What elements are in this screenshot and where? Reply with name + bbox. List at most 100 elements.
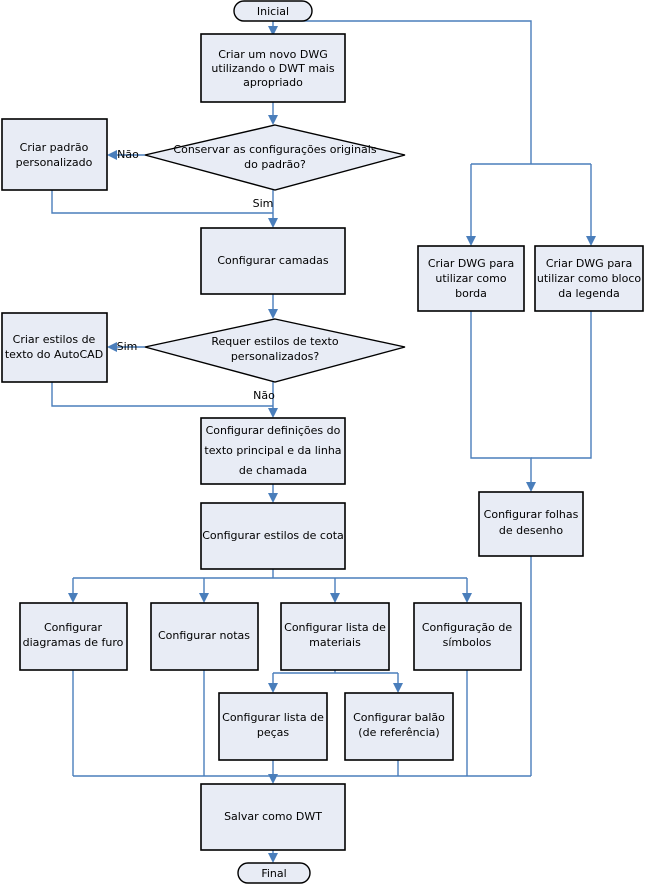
create-dwg-border-line-2: utilizar como bbox=[435, 272, 506, 285]
configure-hole-charts-shape bbox=[19, 602, 128, 671]
node-configure-balloon[interactable]: Configurar balão (de referência) bbox=[344, 692, 454, 761]
create-dwg-line-2: utilizando o DWT mais bbox=[211, 62, 334, 75]
configure-balloon-line-1: Configurar balão bbox=[353, 711, 445, 724]
configure-bom-line-1: Configurar lista de bbox=[284, 621, 386, 634]
start-label: Inicial bbox=[257, 5, 289, 18]
configure-text-defs-line-3: de chamada bbox=[239, 464, 307, 477]
configure-dim-styles-shape bbox=[200, 502, 346, 570]
node-create-dwg[interactable]: Criar um novo DWG utilizando o DWT mais … bbox=[200, 33, 346, 103]
arrowhead-configure-layers bbox=[268, 218, 278, 228]
node-create-dwg-title-block[interactable]: Criar DWG para utilizar como bloco da le… bbox=[534, 245, 644, 312]
configure-bom-shape bbox=[280, 602, 390, 671]
edge-label-text-styles-no: Não bbox=[253, 389, 275, 402]
configure-sheets-shape bbox=[478, 491, 584, 557]
create-text-styles-line-1: Criar estilos de bbox=[13, 333, 96, 346]
node-configure-bom[interactable]: Configurar lista de materiais bbox=[280, 602, 390, 671]
edge-custom-standard-rejoin bbox=[51, 190, 273, 214]
configure-parts-list-shape bbox=[218, 692, 328, 761]
create-dwg-title-block-line-1: Criar DWG para bbox=[546, 257, 632, 270]
arrowhead-end bbox=[268, 853, 278, 863]
node-configure-text-defs[interactable]: Configurar definições do texto principal… bbox=[200, 417, 346, 485]
decision-text-styles-line-1: Requer estilos de texto bbox=[211, 335, 338, 348]
configure-hole-charts-line-1: Configurar bbox=[44, 621, 103, 634]
arrowhead-create-dwg bbox=[268, 26, 278, 36]
create-custom-standard-shape bbox=[1, 118, 108, 191]
node-decision-text-styles[interactable]: Requer estilos de texto personalizados? bbox=[144, 318, 406, 383]
decision-text-styles-line-2: personalizados? bbox=[231, 350, 320, 363]
configure-layers-shape bbox=[200, 227, 346, 295]
configure-symbols-line-2: símbolos bbox=[443, 636, 492, 649]
configure-balloon-line-2: (de referência) bbox=[358, 726, 439, 739]
edge-to-right-branch bbox=[273, 20, 532, 164]
node-configure-dim-styles[interactable]: Configurar estilos de cota bbox=[200, 502, 346, 570]
configure-sheets-line-1: Configurar folhas bbox=[484, 508, 579, 521]
configure-notes-shape bbox=[150, 602, 259, 671]
node-save-as-dwt[interactable]: Salvar como DWT bbox=[200, 783, 346, 851]
configure-sheets-line-2: de desenho bbox=[499, 524, 563, 537]
arrowhead-configure-notes bbox=[199, 593, 209, 603]
create-text-styles-shape bbox=[1, 312, 108, 383]
node-configure-sheets[interactable]: Configurar folhas de desenho bbox=[478, 491, 584, 557]
end-shape bbox=[237, 862, 311, 884]
arrowhead-configure-bom bbox=[330, 593, 340, 603]
arrowhead-configure-dim-styles bbox=[268, 493, 278, 503]
arrowhead-configure-text-defs bbox=[268, 408, 278, 418]
edge-label-keep-defaults-yes: Sim bbox=[253, 197, 274, 210]
arrowhead-configure-sheets bbox=[526, 482, 536, 492]
node-end[interactable]: Final bbox=[237, 862, 311, 884]
create-text-styles-line-2: texto do AutoCAD bbox=[5, 348, 103, 361]
decision-keep-defaults-line-2: do padrão? bbox=[244, 158, 306, 171]
node-create-text-styles[interactable]: Criar estilos de texto do AutoCAD bbox=[1, 312, 108, 383]
create-dwg-line-1: Criar um novo DWG bbox=[218, 48, 328, 61]
node-configure-notes[interactable]: Configurar notas bbox=[150, 602, 259, 671]
configure-layers-line-1: Configurar camadas bbox=[217, 254, 329, 267]
edge-label-text-styles-yes: Sim bbox=[117, 340, 138, 353]
edge-label-keep-defaults-no: Não bbox=[117, 148, 139, 161]
end-label: Final bbox=[261, 867, 286, 880]
configure-parts-list-line-1: Configurar lista de bbox=[222, 711, 324, 724]
create-dwg-border-line-1: Criar DWG para bbox=[428, 257, 514, 270]
create-dwg-title-block-line-3: da legenda bbox=[558, 287, 620, 300]
node-configure-hole-charts[interactable]: Configurar diagramas de furo bbox=[19, 602, 128, 671]
configure-text-defs-line-2: texto principal e da linha bbox=[204, 444, 341, 457]
arrowhead-save-as-dwt bbox=[268, 774, 278, 784]
arrowhead-configure-symbols bbox=[462, 593, 472, 603]
create-dwg-title-block-line-2: utilizar como bloco bbox=[537, 272, 642, 285]
edge-dwg-title-block-down bbox=[531, 311, 592, 459]
edge-label-layer: Não Sim Sim Não bbox=[117, 148, 276, 402]
edge-dwg-border-down bbox=[470, 311, 532, 486]
create-dwg-border-line-3: borda bbox=[455, 287, 487, 300]
arrowhead-create-custom-standard bbox=[107, 150, 117, 160]
configure-notes-line-1: Configurar notas bbox=[158, 629, 250, 642]
node-configure-parts-list[interactable]: Configurar lista de peças bbox=[218, 692, 328, 761]
start-shape bbox=[233, 0, 313, 22]
node-create-dwg-border[interactable]: Criar DWG para utilizar como borda bbox=[417, 245, 525, 312]
node-start[interactable]: Inicial bbox=[233, 0, 313, 22]
arrowhead-decision1 bbox=[268, 115, 278, 125]
configure-bom-line-2: materiais bbox=[309, 636, 361, 649]
node-configure-layers[interactable]: Configurar camadas bbox=[200, 227, 346, 295]
arrowhead-create-text-styles bbox=[107, 342, 117, 352]
create-custom-standard-line-2: personalizado bbox=[16, 156, 93, 169]
configure-symbols-line-1: Configuração de bbox=[422, 621, 513, 634]
create-custom-standard-line-1: Criar padrão bbox=[20, 141, 89, 154]
create-dwg-shape bbox=[200, 33, 346, 103]
edge-text-styles-rejoin bbox=[51, 382, 273, 407]
configure-hole-charts-line-2: diagramas de furo bbox=[23, 636, 124, 649]
configure-dim-styles-line-1: Configurar estilos de cota bbox=[202, 529, 344, 542]
node-decision-keep-defaults[interactable]: Conservar as configurações originais do … bbox=[144, 124, 406, 191]
configure-text-defs-line-1: Configurar definições do bbox=[206, 424, 341, 437]
arrowhead-decision2 bbox=[268, 309, 278, 319]
configure-symbols-shape bbox=[413, 602, 522, 671]
arrowhead-configure-balloon bbox=[393, 683, 403, 693]
arrowhead-create-dwg-border bbox=[466, 236, 476, 246]
node-create-custom-standard[interactable]: Criar padrão personalizado bbox=[1, 118, 108, 191]
node-configure-symbols[interactable]: Configuração de símbolos bbox=[413, 602, 522, 671]
connector-layer bbox=[51, 20, 596, 863]
arrowhead-configure-hole-charts bbox=[68, 593, 78, 603]
decision-keep-defaults-shape bbox=[144, 124, 406, 191]
configure-text-defs-shape bbox=[200, 417, 346, 485]
create-dwg-line-3: apropriado bbox=[243, 76, 303, 89]
